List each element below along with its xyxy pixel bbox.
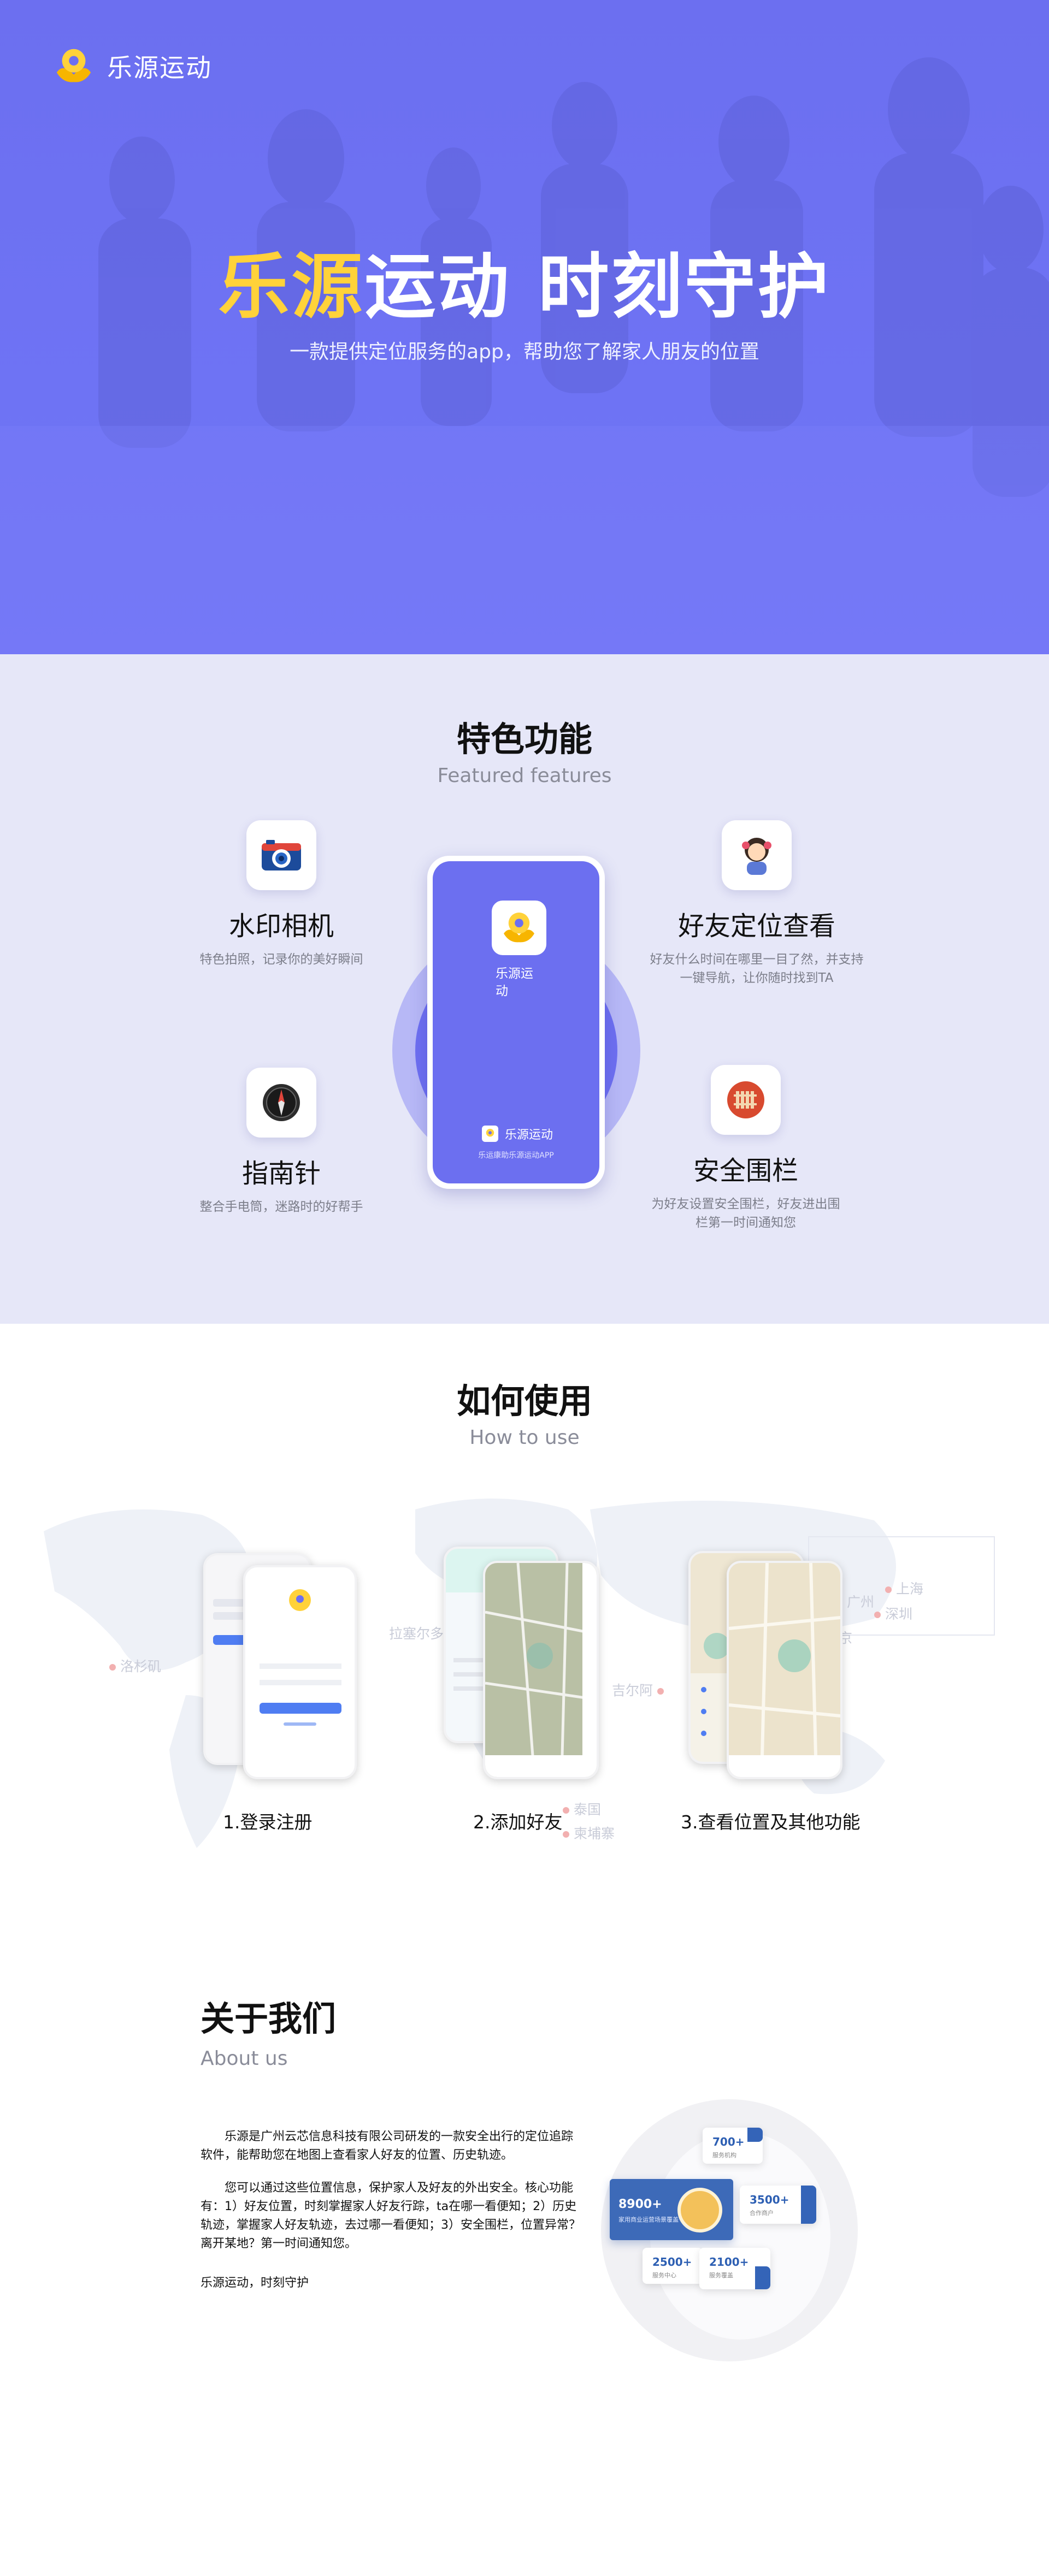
hero-title-accent: 乐源 [218,245,365,328]
about-paragraph-1: 乐源是广州云芯信息科技有限公司研发的一款安全出行的定位追踪软件，能帮助您在地图上… [201,2130,574,2162]
phone-screen: 乐源运动 乐源运动 乐运康助乐源运动APP [433,861,599,1183]
hero-title-rest: 运动 时刻守护 [364,245,831,328]
brand-logo-icon [56,49,91,82]
map-city-label: 广州 [847,1594,875,1610]
feature-desc: 好友什么时间在哪里一目了然，并支持一键导航，让你随时找到TA [650,952,864,985]
how-subtitle: How to use [469,1426,580,1449]
app-phone-mockup: 乐源运动 乐源运动 乐运康助乐源运动APP [427,856,605,1189]
feature-title: 好友定位查看 [677,911,835,941]
brand-logo-group[interactable]: 乐源运动 [52,45,212,87]
feature-watermark-camera: 水印相机 特色拍照，记录你的美好瞬间 [183,820,380,969]
features-subtitle: Featured features [437,765,612,787]
about-slogan: 乐源运动，时刻守护 [201,2276,309,2290]
step-label: 1.登录注册 [223,1811,313,1833]
map-city-label: 深圳 [874,1603,912,1623]
feature-desc: 特色拍照，记录你的美好瞬间 [199,952,363,967]
map-city-label: 上海 [885,1578,923,1598]
feature-title: 指南针 [241,1158,321,1189]
feature-desc: 整合手电筒，迷路时的好帮手 [199,1200,363,1214]
compass-icon [246,1068,316,1138]
map-city-label: 洛杉矶 [109,1656,161,1675]
map-city-label: 拉塞尔多 [389,1626,444,1642]
phone-tagline: 乐运康助乐源运动APP [478,1151,554,1160]
medal-badge-icon [677,2188,722,2232]
how-title: 如何使用 [456,1381,592,1421]
hero-banner: 乐源运动 乐源运动 时刻守护 一款提供定位服务的app，帮助您了解家人朋友的位置 [0,0,1049,654]
feature-safety-fence: 安全围栏 为好友设置安全围栏，好友进出围栏第一时间通知您 [647,1065,844,1232]
feature-compass: 指南针 整合手电筒，迷路时的好帮手 [183,1068,380,1216]
hero-subtitle: 一款提供定位服务的app，帮助您了解家人朋友的位置 [290,341,759,363]
stat-card: 700+ 服务机构 [703,2128,763,2164]
about-section: 关于我们 About us 乐源是广州云芯信息科技有限公司研发的一款安全出行的定… [0,1924,1049,2576]
crowd-background-image [0,57,1049,654]
step-label: 3.查看位置及其他功能 [681,1811,861,1833]
feature-title: 水印相机 [228,911,334,941]
stat-card: 2100+ 服务覆盖 [699,2248,770,2289]
fence-icon [711,1065,781,1135]
camera-icon [246,820,316,890]
feature-friend-location: 好友定位查看 好友什么时间在哪里一目了然，并支持一键导航，让你随时找到TA [647,820,866,987]
app-icon [492,901,546,955]
feature-desc: 为好友设置安全围栏，好友进出围栏第一时间通知您 [651,1197,840,1230]
about-subtitle: About us [201,2047,288,2070]
stat-card: 3500+ 合作商户 [740,2186,816,2224]
feature-title: 安全围栏 [693,1156,798,1186]
locate-map-mockup [727,1561,842,1779]
phone-bottom-name: 乐源运动 [505,1128,553,1142]
brand-name: 乐源运动 [107,53,212,82]
phone-app-name: 乐源运动 [496,967,533,998]
map-city-label: 柬埔寨 [563,1823,615,1843]
hero-title: 乐源运动 时刻守护 [0,229,1049,332]
features-title: 特色功能 [456,719,592,759]
map-city-label: 泰国 [563,1799,601,1819]
app-logo-icon [504,913,534,943]
phone-bottom-brand: 乐源运动 [482,1125,553,1142]
add-friend-map-mockup [483,1561,599,1779]
map-city-label: 吉尔阿 [612,1680,668,1699]
step-label: 2.添加好友 [473,1811,563,1833]
about-title: 关于我们 [201,1999,337,2039]
mini-logo-icon [482,1126,498,1142]
stat-card-highlight: 8900+ 家用商业运营场景覆盖 [610,2179,733,2240]
girl-avatar-icon [722,820,792,890]
stat-card: 2500+ 服务中心 [643,2248,703,2284]
about-paragraph-2: 您可以通过这些位置信息，保护家人及好友的外出安全。核心功能有：1）好友位置，时刻… [201,2181,581,2251]
login-screen-mockup [243,1565,357,1779]
